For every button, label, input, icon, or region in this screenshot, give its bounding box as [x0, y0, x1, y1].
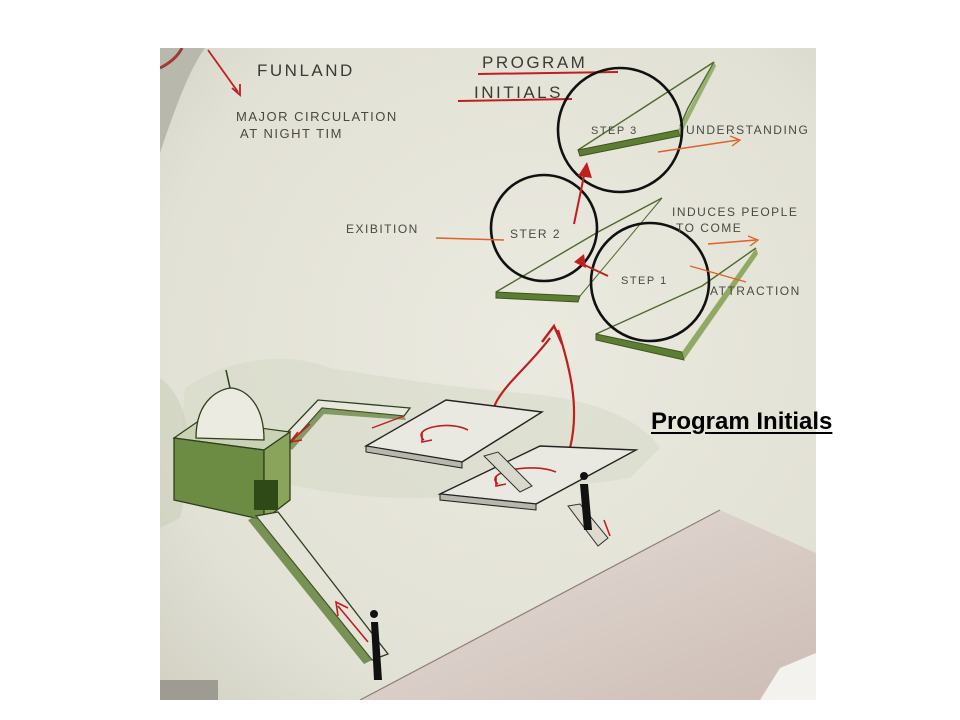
dome-building: [172, 369, 292, 522]
table-edge: [160, 680, 218, 700]
connector: [483, 451, 533, 493]
orange-arrow: [689, 265, 747, 283]
understanding-label: UNDERSTANDING: [686, 123, 809, 137]
step2-label: STER 2: [510, 227, 561, 241]
orange-arrow: [435, 237, 505, 241]
red-arrow: [337, 605, 369, 643]
entry-path: [254, 511, 390, 661]
orange-arrow-head: [747, 235, 760, 247]
platform-upper: [363, 399, 545, 469]
circle-step3: [556, 66, 684, 194]
plane-step3: [577, 61, 716, 157]
attraction-label: ATTRACTION: [710, 284, 801, 298]
ramp-edge: [359, 509, 721, 700]
sketch-photo: FUNLAND MAJOR CIRCULATION AT NIGHT TIM P…: [160, 48, 816, 700]
orange-arrow: [657, 139, 739, 153]
red-arrow: [603, 519, 611, 537]
program-title-line1: PROGRAM: [482, 53, 587, 72]
title-underline: [457, 98, 573, 102]
red-arrow-head: [334, 600, 349, 617]
entry-path-edge: [248, 516, 372, 664]
sketch-drawing: FUNLAND MAJOR CIRCULATION AT NIGHT TIM P…: [160, 48, 816, 700]
plane-step1: [595, 247, 758, 361]
human-figure: [580, 472, 592, 530]
step-arrow-head: [574, 254, 586, 268]
human-figure: [370, 610, 382, 680]
funland-label: FUNLAND: [257, 61, 355, 80]
paper-corner-bottom: [760, 653, 816, 700]
circulation-label-line1: MAJOR CIRCULATION: [236, 109, 398, 124]
step-arrow-head: [578, 162, 592, 178]
circle-step2: [489, 173, 599, 283]
step1-label: STEP 1: [621, 275, 668, 287]
orange-arrow: [707, 239, 757, 245]
circle-step1: [589, 221, 711, 343]
circulation-label-line2: AT NIGHT TIM: [240, 126, 343, 141]
exibition-label: EXIBITION: [346, 222, 419, 236]
ramp-plane: [360, 510, 816, 700]
orange-arrow-head: [729, 135, 742, 147]
step3-label: STEP 3: [591, 125, 638, 137]
induces-label-line1: INDUCES PEOPLE: [672, 205, 798, 219]
red-arrow: [207, 49, 239, 93]
program-title-line2: INITIALS: [474, 83, 563, 102]
big-red-arrow-head: [541, 323, 564, 345]
induces-label-line2: TO COME: [676, 221, 742, 235]
red-arrow-head: [231, 84, 241, 97]
slide-caption: Program Initials: [651, 408, 833, 435]
paper-corner: [160, 48, 205, 153]
paper-corner-edge: [160, 48, 184, 70]
